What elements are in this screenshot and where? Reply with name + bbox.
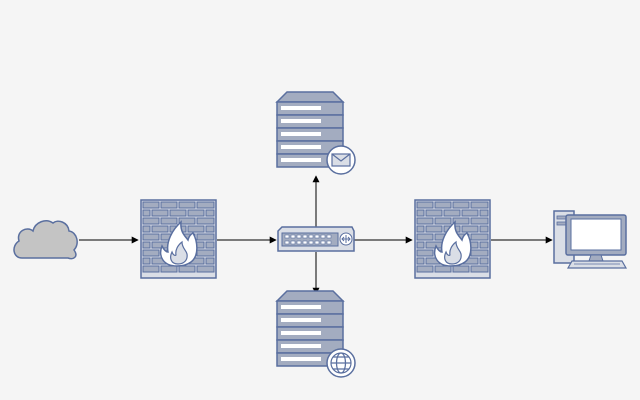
envelope-icon [326,145,356,175]
switch-icon[interactable] [277,226,355,252]
flame-icon [159,220,198,267]
desktop-computer-icon[interactable] [553,210,628,269]
connectors [79,175,553,295]
firewall-icon[interactable] [414,199,491,279]
mail-server-icon[interactable] [275,91,356,175]
cloud-icon[interactable] [13,220,78,260]
keyboard [566,260,628,269]
globe-icon [326,348,356,378]
web-server-icon[interactable] [275,290,356,378]
flame-icon [433,220,472,267]
monitor-screen [570,218,622,251]
firewall-icon[interactable] [140,199,217,279]
